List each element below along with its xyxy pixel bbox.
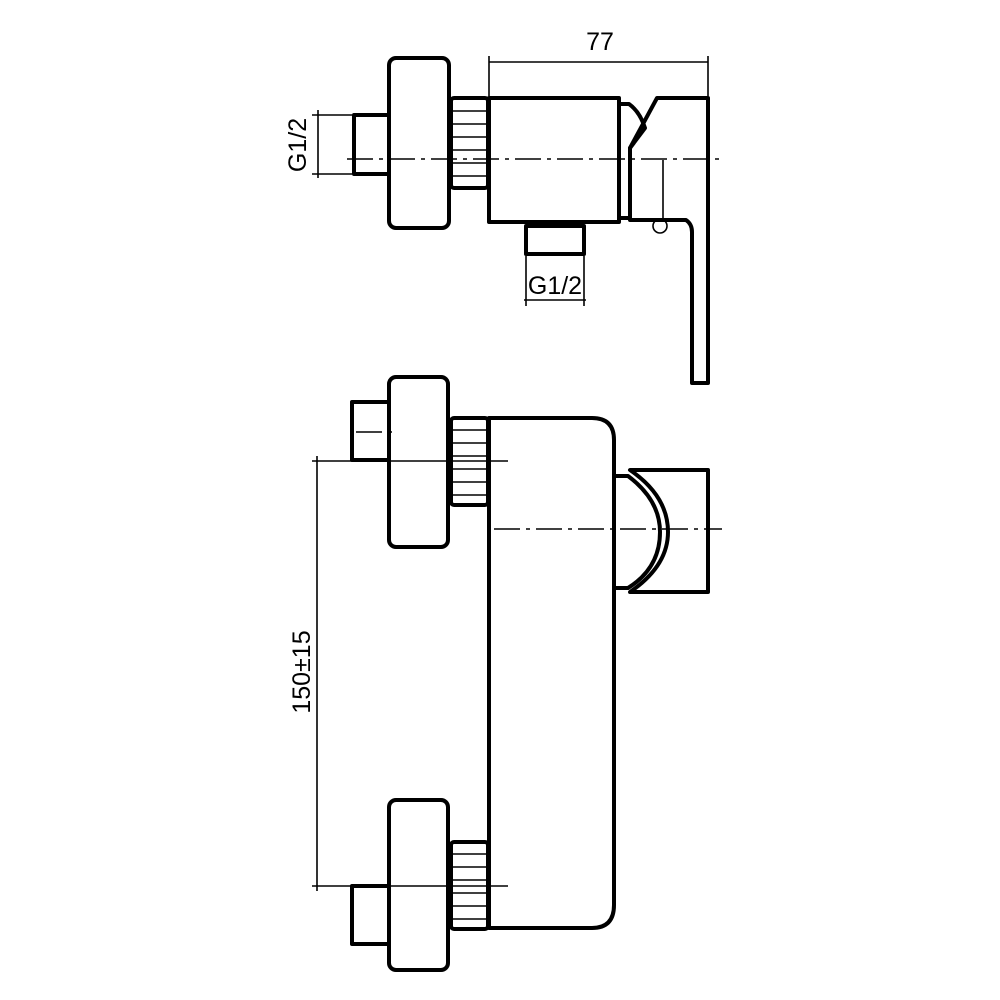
dimension-77: 77 <box>488 28 709 96</box>
handle-neck-front <box>616 474 662 590</box>
front-view: 150±15 <box>288 375 722 972</box>
mixer-body-top <box>487 96 621 224</box>
dimension-thread-side-label: G1/2 <box>284 118 312 172</box>
dimension-spacing: 150±15 <box>288 456 508 891</box>
mixer-body-front <box>487 416 616 930</box>
dimension-thread-side: G1/2 <box>284 110 352 178</box>
dimension-77-label: 77 <box>586 28 614 56</box>
lever-top <box>628 96 710 385</box>
handle-block-front <box>628 468 710 594</box>
lower-connection <box>350 798 490 972</box>
knurled-ring-top <box>449 96 490 190</box>
top-view: 77 G1/2 G1/2 <box>284 28 722 385</box>
inlet-stub-upper <box>350 400 390 462</box>
upper-connection <box>350 375 490 549</box>
eccentric-wheel-top <box>387 56 451 230</box>
eccentric-wheel-lower <box>387 798 450 972</box>
eccentric-wheel-upper <box>387 375 450 549</box>
outlet-stub-top <box>524 224 586 256</box>
dimension-spacing-label: 150±15 <box>288 630 316 713</box>
dimension-thread-bottom: G1/2 <box>524 256 586 306</box>
inlet-stub-lower <box>350 884 390 946</box>
inlet-stub-top <box>352 113 390 176</box>
dimension-thread-bottom-label: G1/2 <box>528 272 582 300</box>
